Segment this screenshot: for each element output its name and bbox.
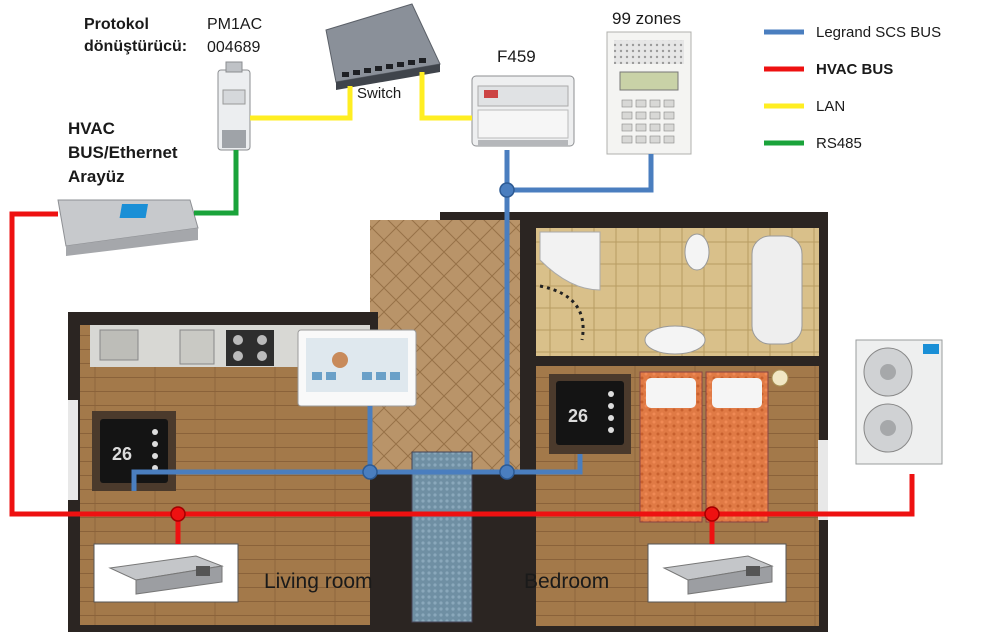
internal-wall <box>536 356 828 366</box>
protokol-label-line2: dönüştürücü: <box>84 38 187 55</box>
legend-label: RS485 <box>816 135 862 152</box>
internal-wall <box>370 312 378 332</box>
svg-text:26: 26 <box>568 406 588 426</box>
legend-label: LAN <box>816 98 845 115</box>
rs485-wiring <box>194 150 236 213</box>
pm1ac-code-label: 004689 <box>207 39 260 56</box>
internal-wall <box>522 212 536 632</box>
kitchen-sink <box>100 330 138 360</box>
bedroom-thermostat: 26 <box>549 374 631 454</box>
svg-text:26: 26 <box>112 444 132 464</box>
zones-label: 99 zones <box>612 9 681 28</box>
legend-label: Legrand SCS BUS <box>816 24 941 41</box>
f459-label: F459 <box>497 47 536 66</box>
legend-label: HVAC BUS <box>816 61 893 78</box>
switch-label: Switch <box>357 85 401 102</box>
hvac-interface-label-line1: HVAC <box>68 119 115 138</box>
living-room-label: Living room <box>264 570 373 593</box>
bed-left <box>640 372 702 522</box>
pm1ac-converter-device <box>218 62 250 150</box>
bed-right <box>706 372 768 522</box>
protokol-label-line1: Protokol <box>84 16 149 33</box>
hvac-interface-device <box>58 200 198 256</box>
bedroom-label: Bedroom <box>524 570 609 593</box>
legend: Legrand SCS BUS HVAC BUS LAN RS485 <box>764 24 941 152</box>
zones-keypad-device <box>607 32 691 154</box>
f459-device <box>472 76 574 146</box>
touch-screen-device <box>298 330 416 406</box>
toilet <box>685 234 709 270</box>
pm1ac-label: PM1AC <box>207 16 262 33</box>
outdoor-hvac-unit <box>856 340 942 464</box>
bathtub <box>752 236 802 344</box>
kitchen-fridge <box>180 330 214 364</box>
bedroom-indoor-unit <box>648 544 786 602</box>
bedside-lamp <box>772 370 788 386</box>
washbasin <box>645 326 705 354</box>
kitchen-stove <box>226 330 274 366</box>
sofa <box>412 452 472 622</box>
living-room-indoor-unit <box>94 544 238 602</box>
hvac-interface-label-line2: BUS/Ethernet <box>68 143 178 162</box>
window <box>818 440 828 520</box>
window <box>68 400 78 500</box>
hvac-interface-label-line3: Arayüz <box>68 167 125 186</box>
